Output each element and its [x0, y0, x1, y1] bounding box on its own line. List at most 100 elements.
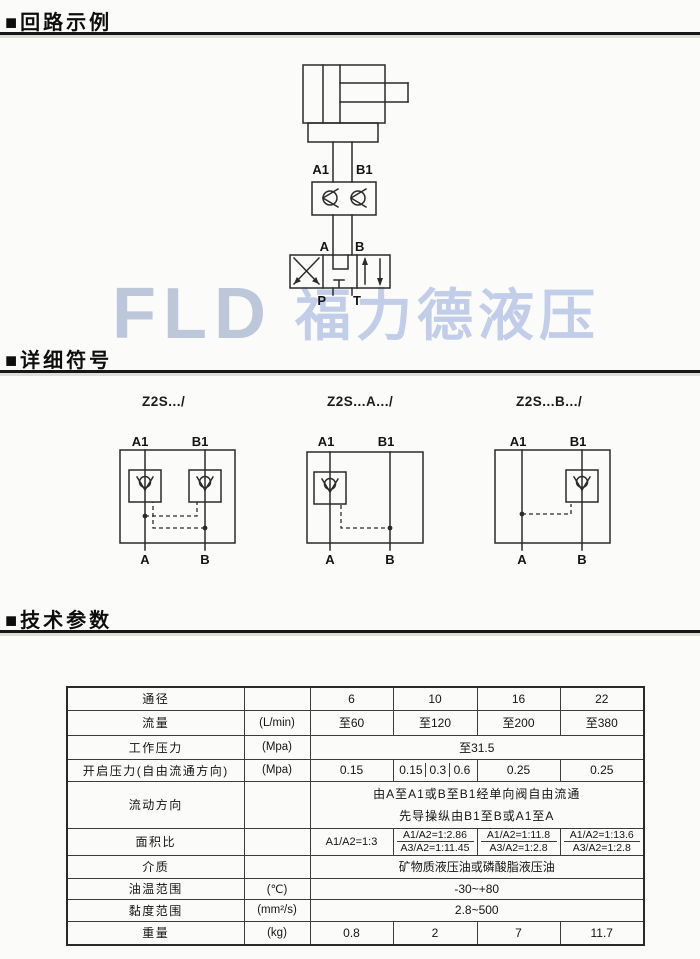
table-row-weight: 重量 (kg) 0.8 2 7 11.7	[66, 920, 645, 946]
port-label-a: A	[140, 552, 150, 567]
param-unit	[243, 686, 311, 711]
param-name: 流动方向	[66, 780, 245, 829]
param-unit: (Mpa)	[243, 758, 311, 782]
param-name: 开启压力(自由流通方向)	[66, 758, 245, 782]
value-cell: -30~+80	[309, 877, 645, 900]
value-subcell: 0.3	[425, 763, 449, 777]
table-row-oil-temperature: 油温范围 (℃) -30~+80	[66, 877, 645, 900]
port-label-b1: B1	[356, 162, 373, 177]
param-name: 通径	[66, 686, 245, 711]
section-title-technical-parameters: ■技术参数	[5, 610, 113, 632]
check-valve-block-drawing	[311, 181, 377, 256]
technical-parameters-table: 通径 6 10 16 22 流量 (L/min) 至60 至120 至200 至…	[66, 686, 645, 946]
value-subcell: 0.15	[399, 763, 423, 777]
value-cell: 2	[392, 920, 478, 946]
value-cell: 至31.5	[309, 734, 645, 760]
value-cell: 22	[559, 686, 645, 711]
port-label-a1: A1	[510, 434, 527, 449]
section-title-circuit-example: ■回路示例	[5, 12, 113, 34]
value-subcell: 0.6	[449, 763, 473, 777]
param-unit	[243, 854, 311, 879]
flow-direction-line-1: 由A至A1或B至B1经单向阀自由流通	[373, 786, 581, 801]
value-cell: 6	[309, 686, 394, 711]
param-unit: (L/min)	[243, 709, 311, 736]
section-divider	[0, 630, 700, 633]
ratio-top: A1/A2=1:13.6	[563, 829, 640, 842]
ratio-bottom: A3/A2=1:2.8	[489, 842, 548, 854]
table-row-working-pressure: 工作压力 (Mpa) 至31.5	[66, 734, 645, 760]
param-name: 工作压力	[66, 734, 245, 760]
port-label-b1: B1	[378, 434, 395, 449]
port-label-a: A	[320, 239, 330, 254]
value-cell-stacked: A1/A2=1:2.86 A3/A2=1:11.45	[392, 827, 478, 856]
param-unit: (Mpa)	[243, 734, 311, 760]
hydraulic-cylinder-drawing	[302, 64, 409, 183]
param-unit: (kg)	[243, 920, 311, 946]
circuit-schematic: A1 B1 A B P T	[289, 64, 409, 308]
section-title-detailed-symbols: ■详细符号	[5, 350, 113, 372]
section-divider	[0, 370, 700, 373]
value-cell: 0.8	[309, 920, 394, 946]
port-label-p: P	[317, 293, 326, 308]
pilot-lines	[142, 502, 208, 531]
port-label-b: B	[200, 552, 209, 567]
port-label-b: B	[385, 552, 394, 567]
table-row-diameter: 通径 6 10 16 22	[66, 686, 645, 711]
symbol-label-z2s-a: Z2S...A.../	[327, 394, 394, 409]
port-label-b: B	[577, 552, 586, 567]
value-cell: 0.25	[559, 758, 645, 782]
table-row-medium: 介质 矿物质液压油或磷酸脂液压油	[66, 854, 645, 879]
value-cell: 10	[392, 686, 478, 711]
valve-arrowheads	[294, 257, 383, 286]
ratio-top: A1/A2=1:2.86	[396, 829, 474, 842]
value-cell: 矿物质液压油或磷酸脂液压油	[309, 854, 645, 879]
value-cell: 至60	[309, 709, 394, 736]
value-cell: A1/A2=1:3	[309, 827, 394, 856]
value-cell: 2.8~500	[309, 898, 645, 922]
symbol-diagram-z2s: A1 B1 A B	[119, 434, 236, 567]
flow-direction-line-2: 先导操纵由B1至B或A1至A	[399, 808, 555, 823]
port-label-a1: A1	[312, 162, 329, 177]
table-row-flow: 流量 (L/min) 至60 至120 至200 至380	[66, 709, 645, 736]
value-cell: 11.7	[559, 920, 645, 946]
ratio-bottom: A3/A2=1:11.45	[400, 842, 470, 854]
param-name: 流量	[66, 709, 245, 736]
watermark-logo-text: FLD	[112, 274, 273, 354]
table-row-opening-pressure: 开启压力(自由流通方向) (Mpa) 0.15 0.15 0.3 0.6 0.2…	[66, 758, 645, 782]
port-label-b1: B1	[192, 434, 209, 449]
port-label-t: T	[353, 293, 361, 308]
pilot-lines	[519, 504, 572, 517]
pilot-lines	[340, 505, 393, 531]
port-label-a: A	[325, 552, 335, 567]
value-cell: 至200	[476, 709, 561, 736]
value-cell: 至120	[392, 709, 478, 736]
port-label-b: B	[355, 239, 364, 254]
param-unit: (℃)	[243, 877, 311, 900]
port-label-b1: B1	[570, 434, 587, 449]
value-cell: 0.15	[309, 758, 394, 782]
section-divider	[0, 32, 700, 35]
param-unit: (mm²/s)	[243, 898, 311, 922]
value-cell: 16	[476, 686, 561, 711]
param-name: 油温范围	[66, 877, 245, 900]
table-row-area-ratio: 面积比 A1/A2=1:3 A1/A2=1:2.86 A3/A2=1:11.45…	[66, 827, 645, 856]
symbol-diagram-z2s-b: A1 B1 A B	[494, 434, 611, 567]
symbol-diagram-z2s-a: A1 B1 A B	[306, 434, 424, 567]
symbol-label-z2s: Z2S.../	[142, 394, 186, 409]
param-name: 重量	[66, 920, 245, 946]
port-label-a1: A1	[318, 434, 335, 449]
table-row-flow-direction: 流动方向 由A至A1或B至B1经单向阀自由流通 先导操纵由B1至B或A1至A	[66, 780, 645, 829]
param-unit	[243, 780, 311, 829]
value-cell-stacked: A1/A2=1:13.6 A3/A2=1:2.8	[559, 827, 645, 856]
port-label-a: A	[517, 552, 527, 567]
param-name: 黏度范围	[66, 898, 245, 922]
param-name: 介质	[66, 854, 245, 879]
value-cell-stacked: A1/A2=1:11.8 A3/A2=1:2.8	[476, 827, 561, 856]
value-cell: 至380	[559, 709, 645, 736]
value-cell: 7	[476, 920, 561, 946]
ratio-bottom: A3/A2=1:2.8	[572, 842, 631, 854]
param-unit	[243, 827, 311, 856]
table-row-viscosity: 黏度范围 (mm²/s) 2.8~500	[66, 898, 645, 922]
value-cell: 0.25	[476, 758, 561, 782]
